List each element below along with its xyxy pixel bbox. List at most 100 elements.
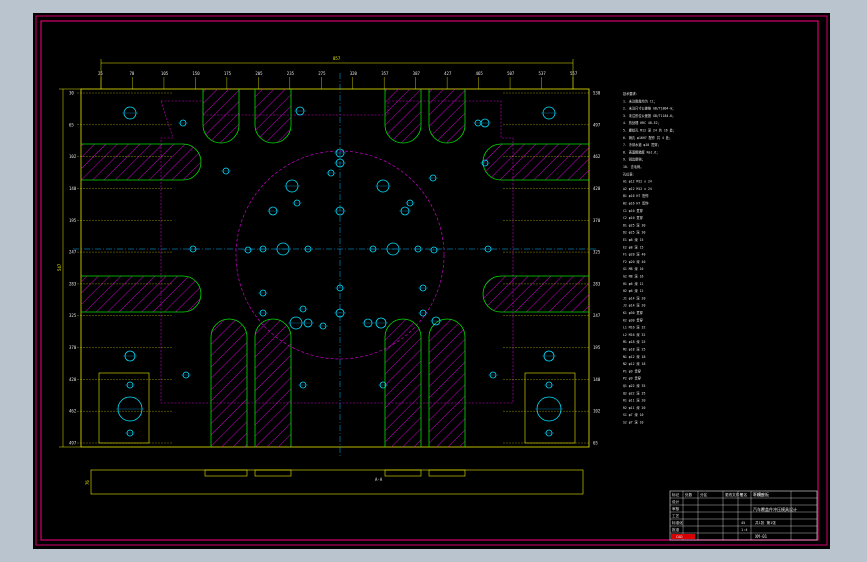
note-line: 孔位表：	[623, 171, 636, 176]
note-line: F2 φ20 深 40	[623, 259, 645, 264]
note-line: Q1 φ22 深 35	[623, 383, 645, 388]
right-tick-label: 195	[593, 345, 601, 350]
right-tick-label: 462	[593, 154, 601, 159]
left-dimension: 547	[57, 263, 62, 271]
title-block-row-label: 设计	[672, 499, 680, 504]
right-tick-label: 283	[593, 281, 601, 286]
top-tick-label: 427	[444, 71, 452, 76]
material: 45	[741, 521, 745, 525]
note-line: 4. 热处理 HRC 48-52；	[623, 120, 661, 125]
note-line: E2 φ8 深 15	[623, 244, 644, 249]
note-line: D1 φ25 深 30	[623, 222, 645, 227]
note-line: 5. 螺纹孔 M12 深 24 共 16 处；	[623, 128, 676, 133]
note-line: H1 φ6 深 12	[623, 281, 644, 286]
left-tick-label: 247	[69, 250, 77, 255]
right-tick-label: 65	[593, 441, 598, 446]
top-tick-label: 235	[287, 71, 295, 76]
note-line: D2 φ25 深 30	[623, 230, 645, 235]
logo-text: CAD	[676, 535, 683, 539]
note-line: Q2 φ22 深 35	[623, 390, 645, 395]
sheet-info: 共1张 第1张	[755, 520, 776, 525]
note-line: L1 M16 深 32	[623, 325, 645, 330]
top-tick-label: 357	[381, 71, 389, 76]
top-tick-label: 465	[476, 71, 484, 76]
left-tick-label: 462	[69, 409, 77, 414]
note-line: B2 φ16 H7 配作	[623, 201, 649, 206]
note-line: P1 φ9 贯穿	[623, 368, 641, 373]
note-line: S2 φ7 深 10	[623, 420, 644, 425]
top-tick-label: 320	[350, 71, 358, 76]
note-line: R1 φ11 深 20	[623, 398, 645, 403]
left-tick-label: 497	[69, 441, 77, 446]
drawing-title: 汽车覆盖件冲压模具设计	[753, 506, 797, 512]
side-slots	[81, 143, 589, 313]
holes-group	[116, 106, 563, 437]
top-tick-label: 25	[98, 71, 103, 76]
title-block	[669, 490, 818, 541]
note-line: 3. 未注形位公差按 GB/T1184-K；	[623, 113, 675, 118]
note-line: P2 φ9 贯穿	[623, 376, 641, 381]
title-block-col-label: 标记	[672, 492, 680, 497]
corner-pockets	[98, 372, 576, 444]
note-line: S1 φ7 深 10	[623, 412, 644, 417]
left-tick-label: 195	[69, 218, 77, 223]
note-line: 技术要求：	[623, 91, 639, 96]
title-block-column-labels: 标记处数分区更改文件号签名年月日	[672, 492, 764, 497]
left-tick-label: 30	[69, 91, 74, 96]
note-line: M2 φ18 深 25	[623, 347, 645, 352]
left-tick-label: 283	[69, 281, 77, 286]
note-line: E1 φ8 深 15	[623, 237, 644, 242]
top-tick-label: 70	[129, 71, 134, 76]
title-block-col-label: 更改文件号	[725, 492, 743, 497]
right-tick-label: 140	[593, 377, 601, 382]
note-line: A2 φ12 M12 x 24	[623, 187, 652, 191]
top-tick-label: 557	[570, 71, 578, 76]
right-tick-label: 325	[593, 250, 601, 255]
note-line: 2. 未注尺寸公差按 GB/T1804-m；	[623, 106, 675, 111]
top-slots	[202, 89, 466, 144]
right-tick-label: 102	[593, 409, 601, 414]
left-tick-label: 65	[69, 122, 74, 127]
note-line: 7. 冷却水道 φ10 贯穿；	[623, 142, 661, 147]
inner-frame	[40, 20, 819, 541]
outer-frame	[35, 15, 828, 546]
section-label: A-A	[375, 477, 383, 482]
top-tick-label: 387	[413, 71, 421, 76]
note-line: C2 φ10 贯穿	[623, 215, 643, 220]
title-block-row-label: 工艺	[672, 513, 680, 518]
note-line: 10. 去毛刺。	[623, 164, 643, 169]
note-line: J1 φ14 深 20	[623, 295, 645, 300]
note-line: K1 φ30 贯穿	[623, 310, 643, 315]
left-tick-label: 140	[69, 186, 77, 191]
note-line: 1. 未注倒角均为 C1；	[623, 98, 657, 103]
top-tick-label: 537	[539, 71, 547, 76]
left-tick-label: 370	[69, 345, 77, 350]
technical-notes: 技术要求： 1. 未注倒角均为 C1； 2. 未注尺寸公差按 GB/T1804-m；…	[623, 91, 676, 425]
center-circle	[235, 150, 445, 360]
note-line: 6. 销孔 φ16H7 配作 共 4 处；	[623, 135, 672, 140]
right-tick-label: 497	[593, 122, 601, 127]
title-block-col-label: 处数	[685, 492, 693, 497]
title-block-col-label: 签名	[740, 492, 748, 497]
note-line: F1 φ20 深 40	[623, 252, 645, 257]
title-block-row-label: 标准化	[672, 520, 683, 525]
plate-outline	[80, 88, 590, 448]
right-tick-label: 420	[593, 186, 601, 191]
right-tick-label: 247	[593, 313, 601, 318]
note-line: L2 M16 深 32	[623, 332, 645, 337]
part-name: 下模座板	[753, 491, 769, 497]
dimension-lines	[59, 59, 574, 448]
title-block-row-label: 批准	[672, 527, 680, 532]
note-line: C1 φ10 贯穿	[623, 208, 643, 213]
bottom-slots	[210, 318, 466, 447]
scale: 1:4	[741, 528, 748, 532]
top-tick-label: 205	[255, 71, 263, 76]
note-line: M1 φ18 深 25	[623, 339, 645, 344]
top-tick-label: 507	[507, 71, 515, 76]
